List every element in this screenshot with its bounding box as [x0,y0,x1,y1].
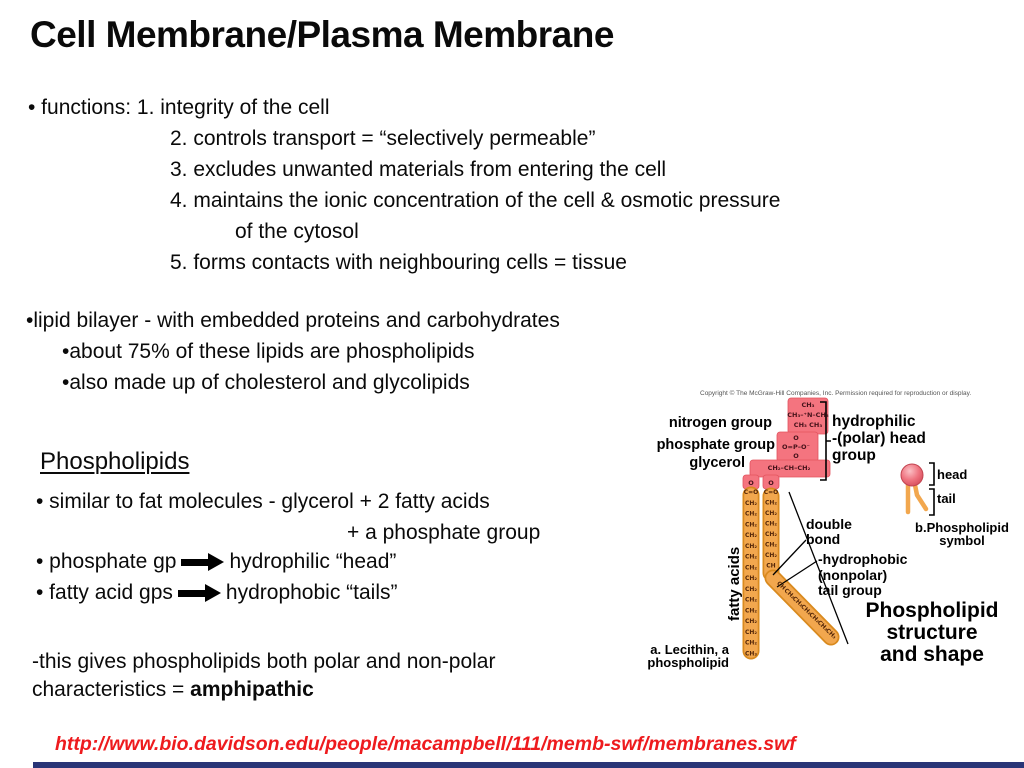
label-phosphate-group: phosphate group [656,437,775,453]
chemical-label: O [793,452,799,460]
bullet-3-result: hydrophobic “tails” [225,581,398,604]
functions-line-4: 4. maintains the ionic concentration of … [170,189,781,212]
chemical-label: CH₂ [765,510,777,517]
right-arrow-icon [177,584,221,602]
hydrophobic-l2: (nonpolar) [818,566,888,583]
right-arrow-icon [181,553,225,571]
amphipathic-line-1: -this gives phospholipids both polar and… [32,650,496,673]
chemical-label: O [768,479,774,487]
phospholipids-bullet-1b: + a phosphate group [347,521,541,544]
phospholipids-bullet-2: • phosphate gp hydrophilic “head” [36,550,396,574]
phospholipids-heading: Phospholipids [40,448,190,475]
functions-line-3: 3. excludes unwanted materials from ente… [170,158,667,181]
chemical-label: CH₂ [745,543,757,550]
label-hydrophilic-head-group: hydrophilic -(polar) head group [832,413,926,464]
bullet-2-result: hydrophilic “head” [229,550,397,573]
chemical-label: CH₂ [745,575,757,582]
label-structure-caption: Phospholipid structure and shape [852,600,1012,666]
double-bond-l1: double [806,516,852,532]
chemical-label: CH₂ [745,500,757,507]
chemical-label: CH₂ [745,607,757,614]
chemical-label: O [793,434,799,442]
chemical-label: CH₂ [745,640,757,647]
chemical-label: CH₂ [745,629,757,636]
head-group-blocks [742,397,831,490]
chemical-label: CH₃–⁺N–CH₃ [787,411,829,419]
label-glycerol: glycerol [689,455,745,471]
chemical-label: O=P–O⁻ [782,443,810,451]
lecithin-l1: a. Lecithin, a [650,642,729,657]
symbol-l1: b.Phospholipid [915,520,1009,535]
functions-line-6: 5. forms contacts with neighbouring cell… [170,251,627,274]
amphipathic-line-2: characteristics = amphipathic [32,678,314,702]
chemical-label: CH₂ [745,521,757,528]
structure-l2: structure [886,621,978,644]
bilayer-line-1: •lipid bilayer - with embedded proteins … [26,309,560,332]
chemical-label: CH₂ [765,500,777,507]
label-phospholipid-symbol: b.Phospholipid symbol [910,521,1014,547]
chemical-label: CH₃ [745,650,757,657]
bullet-2-text: • phosphate gp [36,550,177,573]
label-double-bond: double bond [806,517,852,547]
tail-bracket [929,488,935,516]
amphipathic-term: amphipathic [190,678,314,701]
chemical-label: CH₂–CH–CH₂ [768,464,811,472]
chemical-label: C=O [744,489,759,496]
chemical-label: CH₂ [745,586,757,593]
chemical-label: CH₂ [745,618,757,625]
phospholipids-bullet-1: • similar to fat molecules - glycerol + … [36,490,490,513]
label-tail: tail [937,491,956,506]
fatty-acid-tails [742,486,840,660]
chemical-label: CH₂ [745,564,757,571]
chemical-label: O [748,479,754,487]
chemical-label: CH₂ [745,597,757,604]
symbol-head-sphere [900,463,924,487]
head-bracket [929,462,935,486]
pointer-lines [772,491,849,645]
phospholipids-bullet-3: • fatty acid gps hydrophobic “tails” [36,581,398,605]
amphipathic-line-2-pre: characteristics = [32,678,191,701]
bullet-3-text: • fatty acid gps [36,581,173,604]
symbol-l2: symbol [939,533,985,548]
chemical-label: CH₂ [765,542,777,549]
functions-line-1: • functions: 1. integrity of the cell [28,96,330,119]
functions-line-2: 2. controls transport = “selectively per… [170,127,596,150]
page-title: Cell Membrane/Plasma Membrane [30,14,614,55]
chemical-label: CH₂ [745,511,757,518]
phospholipid-symbol [900,462,935,516]
structure-l1: Phospholipid [865,599,999,622]
label-hydrophobic-tail-group: -hydrophobic (nonpolar) tail group [818,551,908,599]
chemical-label: CH₂ [765,552,777,559]
chemical-label: CH₃ CH₃ [794,421,823,429]
hydrophilic-bracket [820,401,831,481]
chemical-label: CH [775,580,787,592]
bottom-accent-bar [33,762,1024,768]
hydrophobic-l3: tail group [818,582,882,598]
hydrophilic-l1: hydrophilic [832,413,916,430]
hydrophilic-l2: -(polar) head [832,430,926,447]
label-lecithin: a. Lecithin, a phospholipid [630,642,729,670]
chemical-label: CH₃ [801,401,814,409]
hydrophilic-l3: group [832,447,876,464]
chemical-label: CH₂ [745,532,757,539]
label-head: head [937,467,968,482]
chemical-label: CH₂ [745,554,757,561]
chemical-label: CH₂ [765,521,777,528]
chemical-label: C=O [764,489,779,496]
membranes-swf-link[interactable]: http://www.bio.davidson.edu/people/macam… [55,733,796,755]
label-nitrogen-group: nitrogen group [668,415,772,431]
double-bond-l2: bond [806,531,841,547]
chemical-label: CH [766,563,775,570]
hydrophobic-l1: -hydrophobic [818,551,908,567]
structure-l3: and shape [880,643,984,666]
bilayer-line-3: •also made up of cholesterol and glycoli… [62,371,470,394]
label-fatty-acids: fatty acids [726,546,744,621]
chemical-label: CH₂ [765,531,777,538]
lecithin-l2: phospholipid [647,654,729,670]
bilayer-line-2: •about 75% of these lipids are phospholi… [62,340,475,363]
functions-line-5: of the cytosol [235,220,359,243]
copyright-line: Copyright © The McGraw-Hill Companies, I… [700,390,972,397]
